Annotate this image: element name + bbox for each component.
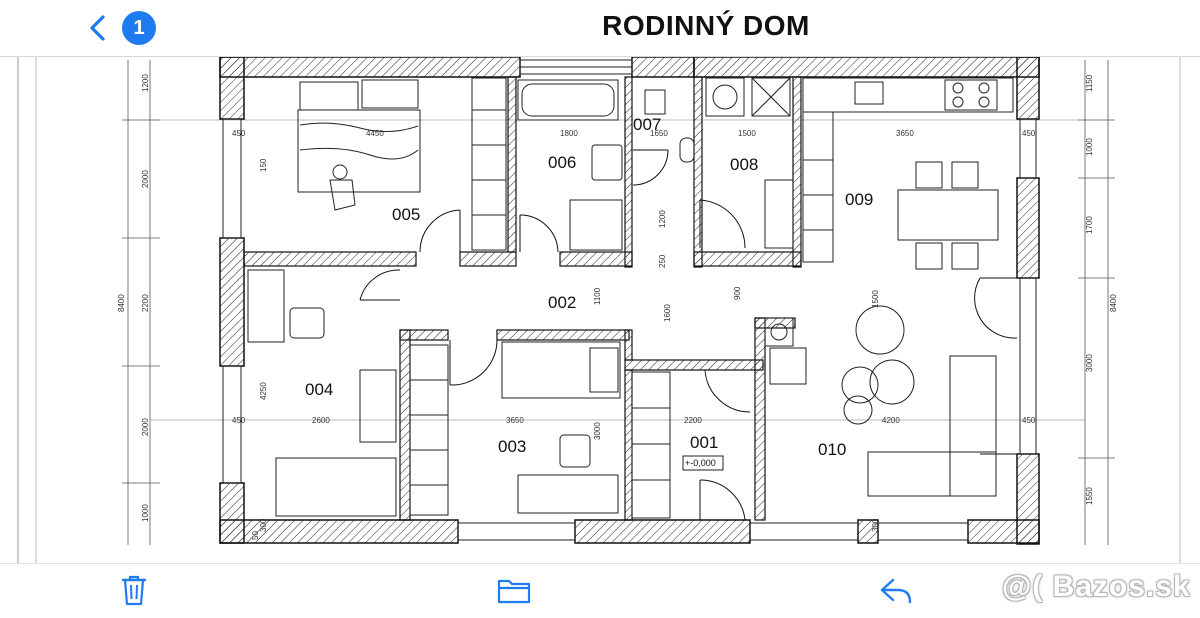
move-to-folder-button[interactable] bbox=[494, 570, 534, 610]
dim-label: 1000 bbox=[141, 504, 150, 522]
dim-label: 450 bbox=[1022, 129, 1036, 138]
dim-label: 1200 bbox=[658, 210, 667, 228]
dim-label: 1200 bbox=[141, 74, 150, 92]
dim-label: 4200 bbox=[882, 416, 900, 425]
floor-plan-drawing: 005 006 007 008 009 004 002 003 001 010 … bbox=[17, 57, 1181, 563]
reply-button[interactable] bbox=[876, 570, 916, 610]
dim-label: 250 bbox=[658, 254, 667, 268]
floor-plan-image: 005 006 007 008 009 004 002 003 001 010 … bbox=[0, 57, 1200, 563]
dim-label: 150 bbox=[259, 158, 268, 172]
dim-label: 8400 bbox=[1109, 294, 1118, 312]
room-004-label: 004 bbox=[305, 380, 333, 399]
dim-label: 450 bbox=[1022, 416, 1036, 425]
dim-label: 2000 bbox=[141, 170, 150, 188]
dim-label: 1700 bbox=[1085, 216, 1094, 234]
dim-label: 900 bbox=[733, 286, 742, 300]
dim-label: 4450 bbox=[366, 129, 384, 138]
dim-label: 1100 bbox=[593, 287, 602, 305]
dim-label: 1800 bbox=[560, 129, 578, 138]
dim-label: 300 bbox=[259, 518, 268, 532]
dim-label: 1500 bbox=[871, 290, 880, 308]
room-007-label: 007 bbox=[633, 115, 661, 134]
delete-button[interactable] bbox=[114, 570, 154, 610]
top-bar: 1 RODINNÝ DOM bbox=[0, 0, 1200, 57]
dim-label: 1650 bbox=[650, 129, 668, 138]
dim-label: 3650 bbox=[506, 416, 524, 425]
room-006-label: 006 bbox=[548, 153, 576, 172]
page-title: RODINNÝ DOM bbox=[602, 10, 810, 41]
dim-label: 4250 bbox=[259, 382, 268, 400]
dim-label: 2600 bbox=[312, 416, 330, 425]
folder-icon bbox=[497, 579, 531, 604]
dim-label: 2000 bbox=[141, 418, 150, 436]
dim-label: 2200 bbox=[684, 416, 702, 425]
bottom-toolbar bbox=[0, 563, 1200, 618]
watermark-logo: @( Bazos.sk bbox=[1002, 570, 1191, 603]
dim-label: 3650 bbox=[896, 129, 914, 138]
room-002-label: 002 bbox=[548, 293, 576, 312]
dim-label: 300 bbox=[871, 518, 880, 532]
back-button[interactable]: 1 bbox=[86, 10, 166, 46]
room-010-label: 010 bbox=[818, 440, 846, 459]
dim-label: 1600 bbox=[663, 304, 672, 322]
level-mark: +-0,000 bbox=[685, 458, 716, 468]
dim-label: 1550 bbox=[1085, 487, 1094, 505]
dim-label: 1150 bbox=[1085, 74, 1094, 92]
dim-label: 3000 bbox=[1085, 354, 1094, 372]
dim-label: 450 bbox=[232, 129, 246, 138]
dim-label: 50 bbox=[251, 531, 260, 540]
dim-label: 1500 bbox=[738, 129, 756, 138]
dim-label: 450 bbox=[232, 416, 246, 425]
chevron-left-icon bbox=[90, 15, 105, 41]
room-009-label: 009 bbox=[845, 190, 873, 209]
room-001-label: 001 bbox=[690, 433, 718, 452]
dim-label: 8400 bbox=[117, 294, 126, 312]
room-003-label: 003 bbox=[498, 437, 526, 456]
room-005-label: 005 bbox=[392, 205, 420, 224]
reply-icon bbox=[880, 578, 912, 604]
dim-label: 3000 bbox=[593, 422, 602, 440]
trash-icon bbox=[121, 575, 147, 606]
dim-label: 2200 bbox=[141, 294, 150, 312]
room-008-label: 008 bbox=[730, 155, 758, 174]
unread-count-badge: 1 bbox=[122, 11, 156, 45]
dim-label: 1000 bbox=[1085, 138, 1094, 156]
